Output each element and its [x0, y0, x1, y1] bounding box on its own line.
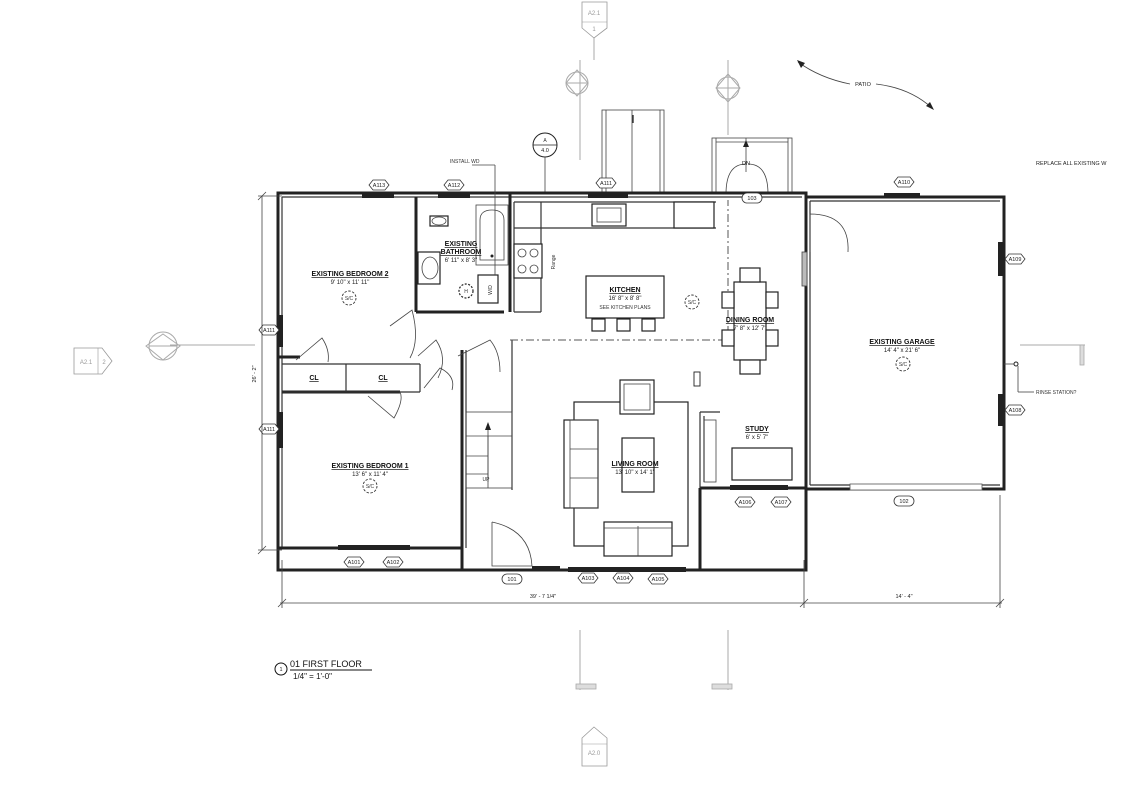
- door-tags: 101 102 103: [501, 192, 915, 585]
- closet-2-label: CL: [378, 375, 388, 382]
- a20-label: A2.0: [588, 751, 601, 757]
- bedroom2-size: 9' 10" x 11' 11": [331, 280, 370, 286]
- tag-a104: A104: [617, 576, 630, 582]
- door-102: 102: [899, 499, 908, 505]
- tag-a112: A112: [448, 183, 460, 189]
- dim-overall-left: 39' - 7 1/4": [530, 594, 556, 600]
- rinse-station: RINSE STATION?: [1004, 361, 1077, 396]
- title-name: 01 FIRST FLOOR: [290, 659, 362, 669]
- bathroom-fixtures: W/D H INSTALL WD: [417, 159, 509, 304]
- tag-a106: A106: [739, 500, 752, 506]
- a21-top-label: A2.1: [588, 11, 601, 17]
- room-labels: EXISTING BEDROOM 2 9' 10" x 11' 11" EXIS…: [309, 241, 935, 478]
- a21-left-number: 2: [102, 360, 106, 366]
- study-size: 6' x 5' 7": [746, 435, 768, 441]
- stairs: UP: [465, 411, 513, 489]
- tag-a107: A107: [775, 500, 788, 506]
- windows: [278, 193, 1004, 572]
- tag-a110: A110: [898, 180, 910, 186]
- dn-label: DN: [742, 161, 750, 167]
- dining-size: 7' 8" x 12' 7": [734, 326, 767, 332]
- sc-kitchen: S/C: [688, 300, 697, 306]
- tag-a103: A103: [582, 576, 595, 582]
- tag-a109: A109: [1009, 257, 1022, 263]
- detectors: S/C S/C S/C S/C: [341, 290, 911, 494]
- bathroom-name-2: BATHROOM: [441, 249, 482, 256]
- a40-bottom: 4.0: [541, 148, 549, 154]
- dining-fixtures: [721, 267, 779, 375]
- study-fixtures: [703, 419, 793, 483]
- range-label: Range: [551, 254, 557, 269]
- door-103: 103: [747, 196, 756, 202]
- section-tag-a21-top: A2.1 1: [581, 1, 608, 39]
- section-tag-a20: A2.0: [581, 726, 608, 767]
- window-tags: A113 A112 A111 A110 A111 A111 A109 A108 …: [258, 176, 1026, 585]
- tag-a105: A105: [652, 577, 665, 583]
- kitchen-size: 16' 8" x 8' 8": [609, 296, 642, 302]
- a40-top: A: [543, 138, 547, 144]
- living-fixtures: [563, 379, 689, 557]
- garage-name: EXISTING GARAGE: [869, 339, 935, 346]
- living-name: LIVING ROOM: [611, 461, 658, 468]
- bathroom-name-1: EXISTING: [445, 241, 478, 248]
- kitchen-fixtures: Range: [513, 201, 716, 332]
- bedroom2-name: EXISTING BEDROOM 2: [311, 271, 388, 278]
- replace-note: REPLACE ALL EXISTING W: [1036, 161, 1107, 167]
- door-101: 101: [507, 577, 516, 583]
- patio-label: PATIO: [855, 82, 871, 88]
- closet-1-label: CL: [309, 375, 319, 382]
- rinse-label: RINSE STATION?: [1036, 390, 1077, 396]
- sc-bedroom1: S/C: [366, 484, 375, 490]
- tag-a113: A113: [373, 183, 385, 189]
- tag-a102: A102: [387, 560, 400, 566]
- tag-a111a: A111: [263, 328, 275, 334]
- kitchen-note: SEE KITCHEN PLANS: [599, 305, 651, 311]
- tag-a108: A108: [1009, 408, 1022, 414]
- detail-tag-a40: A 4.0: [532, 132, 558, 192]
- bedroom1-name: EXISTING BEDROOM 1: [331, 463, 408, 470]
- tag-a101: A101: [348, 560, 361, 566]
- dim-depth: 26' - 2": [252, 365, 258, 382]
- title-scale: 1/4" = 1'-0": [293, 672, 332, 681]
- reference-grid: [145, 35, 1085, 690]
- dimension-lines: 39' - 7 1/4" 14' - 4" 26' - 2": [252, 191, 1005, 608]
- garage-size: 14' 4" x 21' 6": [884, 348, 920, 354]
- dining-name: DINING ROOM: [726, 317, 774, 324]
- kitchen-name: KITCHEN: [609, 287, 640, 294]
- dim-overall-right: 14' - 4": [895, 594, 912, 600]
- study-name: STUDY: [745, 426, 769, 433]
- patio-door-structure: DN: [601, 109, 793, 195]
- tag-a111c: A111: [600, 181, 612, 187]
- up-label: UP: [483, 477, 491, 483]
- section-tag-a21-left: A2.1 2: [73, 347, 113, 375]
- patio-annotation: PATIO: [797, 60, 934, 110]
- a21-top-number: 1: [592, 27, 596, 33]
- title-number: 1: [279, 667, 282, 673]
- tag-a111b: A111: [263, 427, 275, 433]
- bedroom1-size: 13' 6" x 11' 4": [352, 472, 388, 478]
- sc-bedroom2: S/C: [345, 296, 354, 302]
- wd-label: W/D: [488, 285, 494, 295]
- bathroom-size: 6' 11" x 8' 3": [445, 258, 477, 264]
- install-wd-label: INSTALL WD: [450, 159, 480, 165]
- sc-garage: S/C: [899, 362, 908, 368]
- drawing-title: 1 01 FIRST FLOOR 1/4" = 1'-0": [274, 659, 372, 681]
- h-label: H: [464, 289, 468, 295]
- living-size: 13' 10" x 14' 1": [615, 470, 655, 476]
- a21-left-label: A2.1: [80, 360, 93, 366]
- doors: [295, 213, 849, 567]
